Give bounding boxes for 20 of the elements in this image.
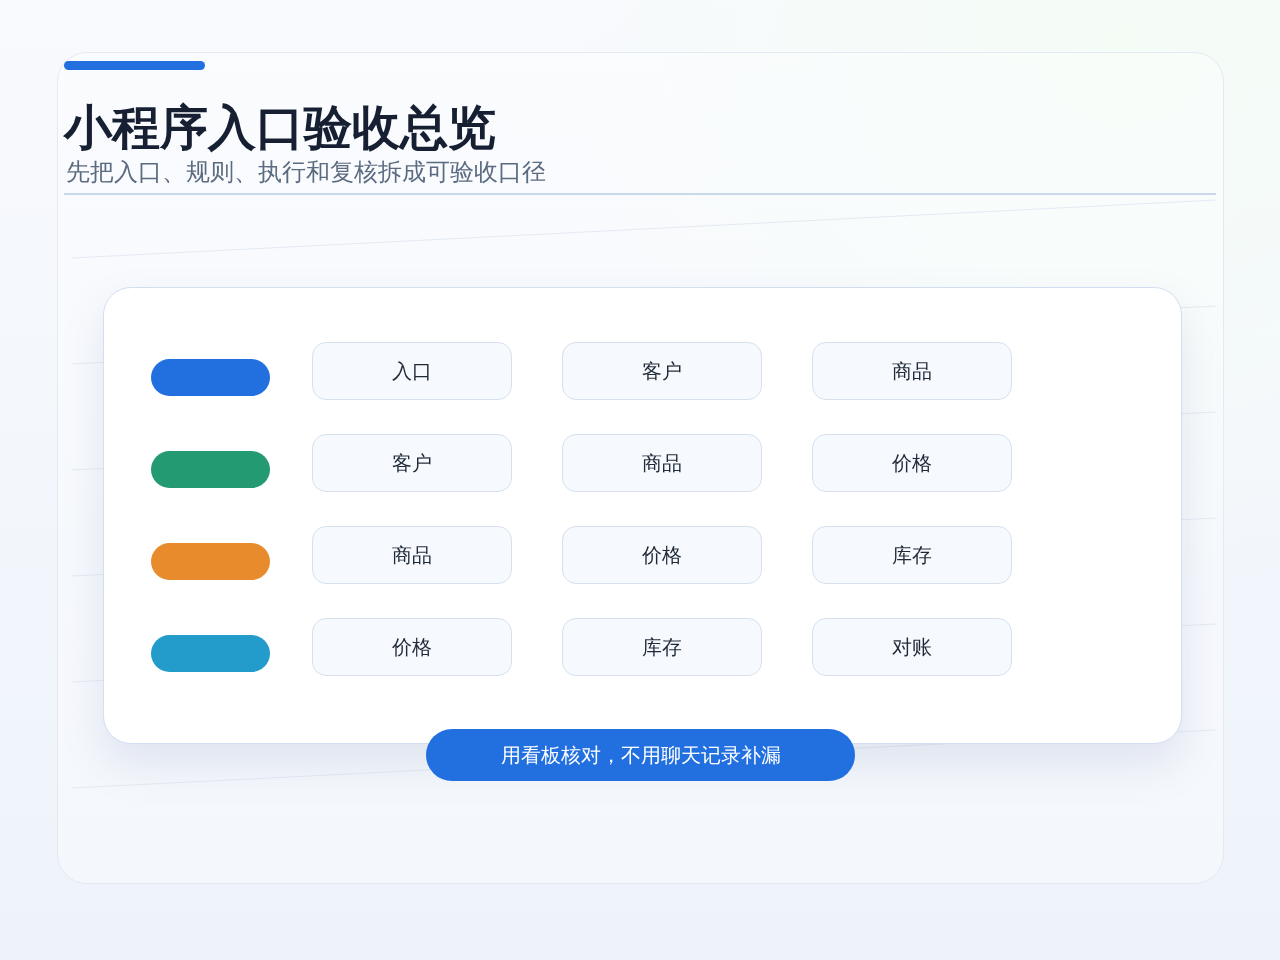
keyword-chip: 库存 — [812, 526, 1012, 584]
keyword-chip: 价格 — [562, 526, 762, 584]
keyword-chip: 客户 — [562, 342, 762, 400]
title: 小程序入口验收总览 — [64, 100, 496, 156]
pill-icon — [151, 635, 270, 672]
keyword-chip: 客户 — [312, 434, 512, 492]
subtitle: 先把入口、规则、执行和复核拆成可验收口径 — [66, 158, 546, 187]
keyword-chip: 价格 — [312, 618, 512, 676]
pill-icon — [151, 451, 270, 488]
keyword-chip: 库存 — [562, 618, 762, 676]
summary-banner: 用看板核对，不用聊天记录补漏 — [426, 729, 855, 781]
keyword-chip: 商品 — [562, 434, 762, 492]
keyword-chip: 商品 — [312, 526, 512, 584]
keyword-chip: 商品 — [812, 342, 1012, 400]
keyword-chip: 入口 — [312, 342, 512, 400]
card-panel — [103, 287, 1182, 744]
keyword-chip: 价格 — [812, 434, 1012, 492]
keyword-chip: 对账 — [812, 618, 1012, 676]
pill-icon — [151, 543, 270, 580]
pill-icon — [151, 359, 270, 396]
